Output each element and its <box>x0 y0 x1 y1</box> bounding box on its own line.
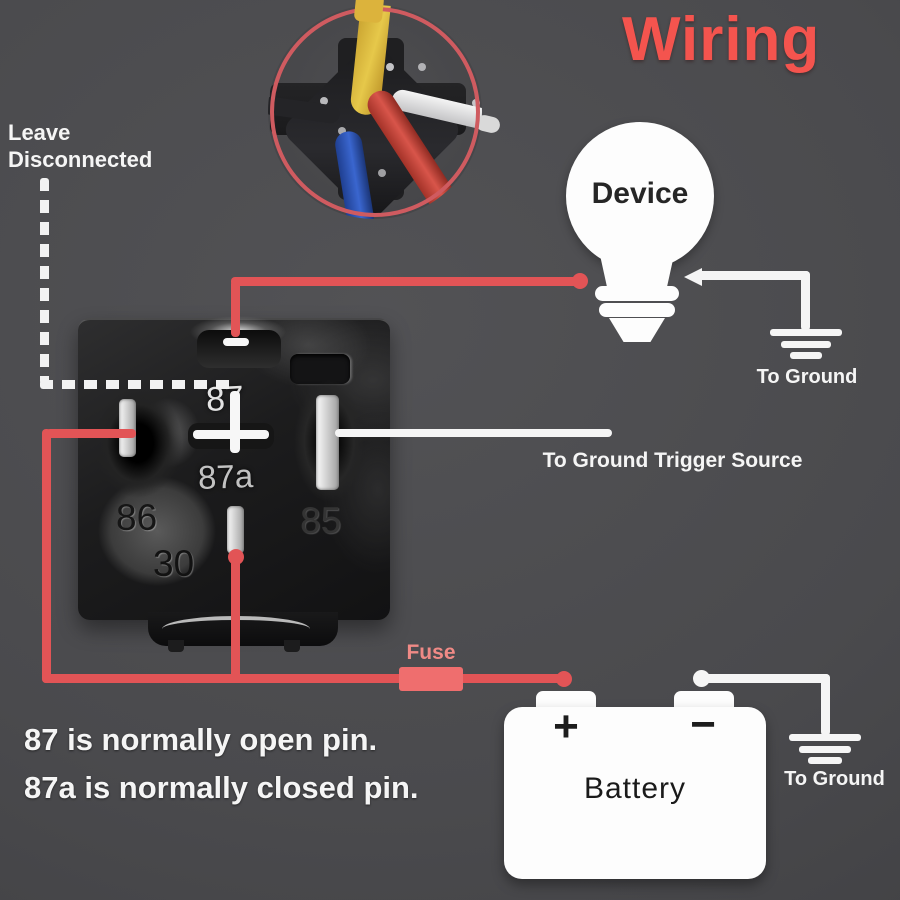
wire-battery-to-ground-horizontal <box>700 674 830 683</box>
wire-87-to-device-horizontal <box>231 277 580 286</box>
wire-device-endpoint <box>572 273 588 289</box>
wire-device-to-ground-horizontal <box>698 271 810 280</box>
wire-30-vertical <box>231 555 240 682</box>
wire-86-horizontal <box>46 429 136 438</box>
arrow-left-icon <box>684 268 702 286</box>
wire-device-to-ground-vertical <box>801 271 810 331</box>
relay-label-30: 30 <box>153 543 195 584</box>
relay-label-87a: 87a <box>197 457 254 496</box>
battery-box <box>504 707 766 879</box>
ground-symbol-device-bar3 <box>790 352 822 359</box>
relay-label-85: 85 <box>300 500 342 541</box>
note-pin87a: 87a is normally closed pin. <box>24 770 419 805</box>
battery-positive-symbol: + <box>553 702 579 751</box>
relay-label-86: 86 <box>116 497 158 538</box>
relay-keyway-slot <box>290 354 350 384</box>
highlight-circle-icon <box>270 7 480 217</box>
wire-battery-to-ground-vertical <box>821 674 830 736</box>
device-bulb-neck <box>596 240 678 288</box>
relay-foot-left <box>168 640 184 652</box>
relay-foot-right <box>284 640 300 652</box>
wire-86-vertical <box>42 429 51 683</box>
wire-battery-positive-endpoint <box>556 671 572 687</box>
relay-pin85-terminal <box>316 395 339 490</box>
leave-disconnected-line1: Leave <box>8 120 71 145</box>
device-bulb-thread2 <box>599 303 675 317</box>
device-bulb-thread1 <box>595 286 679 301</box>
ground-symbol-battery-bar1 <box>789 734 861 741</box>
trigger-source-label: To Ground Trigger Source <box>542 449 803 472</box>
wire-battery-negative-endpoint <box>693 670 710 687</box>
wire-power-bus <box>42 674 564 683</box>
dashed-wire-vertical <box>40 178 49 384</box>
relay-gray-patch <box>98 476 216 586</box>
battery-ground-label: To Ground <box>784 768 885 790</box>
wire-30-endpoint <box>228 549 244 565</box>
leave-disconnected-label: Leave Disconnected <box>8 119 152 173</box>
dashed-wire-horizontal <box>40 380 238 389</box>
wire-85-to-trigger <box>335 429 612 437</box>
note-pin87: 87 is normally open pin. <box>24 722 378 757</box>
relay-pin86-recess <box>94 388 182 498</box>
relay-pin87-slot <box>197 330 281 368</box>
page-title: Wiring <box>622 5 821 74</box>
wire-87-to-device-vertical <box>231 280 240 337</box>
ground-symbol-battery-bar2 <box>799 746 851 753</box>
relay-pin86-terminal <box>119 399 136 457</box>
ground-symbol-battery-bar3 <box>808 757 842 764</box>
relay-pin30-terminal <box>227 506 244 554</box>
battery-label: Battery <box>583 772 687 805</box>
relay-pin87-terminal <box>223 338 249 346</box>
device-label: Device <box>591 177 689 210</box>
relay-pin87a-terminal-v <box>230 391 240 453</box>
inset-yellow-wire-stub <box>353 0 385 24</box>
ground-symbol-device-bar1 <box>770 329 842 336</box>
fuse-block <box>399 667 463 691</box>
battery-negative-symbol: − <box>690 700 716 749</box>
device-ground-label: To Ground <box>756 366 858 388</box>
ground-symbol-device-bar2 <box>781 341 831 348</box>
device-bulb-tip <box>609 318 665 342</box>
leave-disconnected-line2: Disconnected <box>8 147 153 172</box>
fuse-label: Fuse <box>406 641 456 664</box>
